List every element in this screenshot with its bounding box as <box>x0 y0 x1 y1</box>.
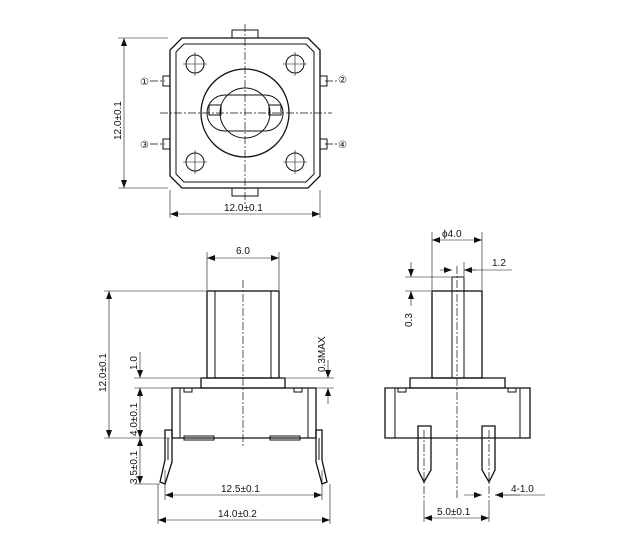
pin-label-1: ① <box>140 77 149 88</box>
actuator-top <box>200 68 290 158</box>
top-view-outline <box>169 37 321 189</box>
top-width-dim: 12.0±0.1 <box>224 203 263 214</box>
actuator-width-dim: 6.0 <box>236 246 250 257</box>
corner-holes <box>183 52 307 174</box>
diameter-dim: ϕ4.0 <box>442 229 462 240</box>
top-view: ① ② ③ ④ 12.0±0.1 12.0±0.1 <box>113 24 347 218</box>
lead-height-dim: 3.5±0.1 <box>129 450 140 484</box>
flange-height-dim: 1.0 <box>129 356 140 370</box>
side-view: ϕ4.0 1.2 0.3 4-1.0 5.0±0.1 <box>384 229 545 522</box>
top-height-dim: 12.0±0.1 <box>113 101 124 140</box>
pin-label-2: ② <box>338 75 347 86</box>
pin-pitch-dim: 5.0±0.1 <box>437 507 471 518</box>
top-step-dim: 0.3 <box>404 313 415 327</box>
pin-note-dim: 4-1.0 <box>511 484 534 495</box>
overall-width-dim: 14.0±0.2 <box>218 509 257 520</box>
gap-max-dim: 0.3MAX <box>317 336 328 372</box>
pin-label-3: ③ <box>140 140 149 151</box>
total-height-dim: 12.0±0.1 <box>98 353 109 392</box>
pin-span-dim: 12.5±0.1 <box>221 484 260 495</box>
pin-label-4: ④ <box>338 140 347 151</box>
slot-width-dim: 1.2 <box>492 258 506 269</box>
front-view: 6.0 12.0±0.1 1.0 4.0±0.1 3.5±0.1 0.3MAX … <box>98 246 334 524</box>
body-height-dim: 4.0±0.1 <box>129 402 140 436</box>
